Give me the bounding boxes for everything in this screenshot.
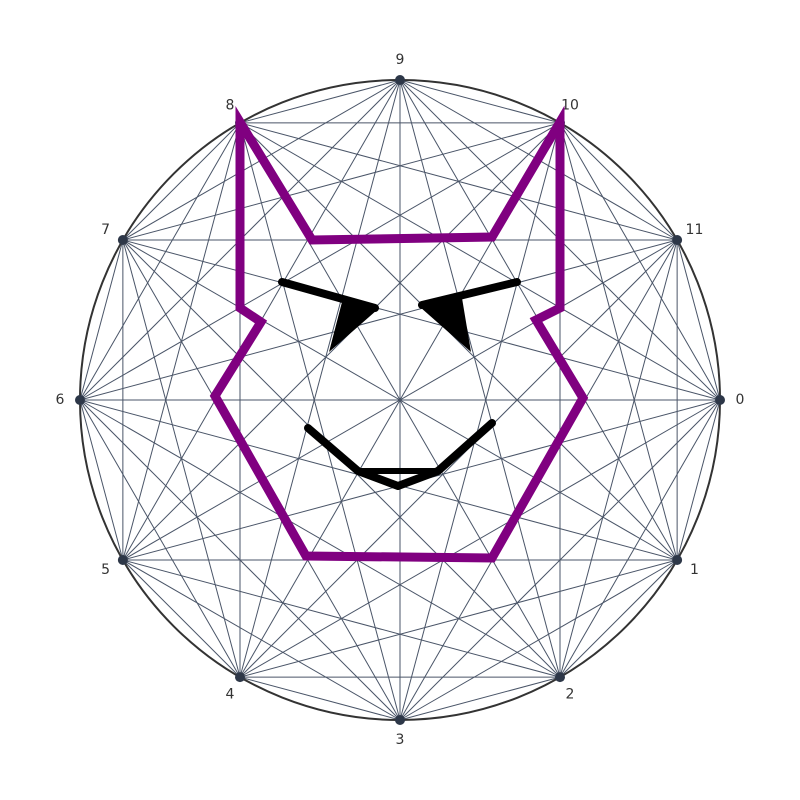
chord-0-1	[676, 399, 721, 561]
chord-4-5	[122, 559, 241, 678]
point-11	[672, 235, 683, 245]
point-5	[117, 555, 128, 565]
point-0	[715, 395, 725, 405]
point-label-10: 10	[561, 98, 579, 114]
point-7	[117, 235, 128, 245]
right-eyebrow	[418, 278, 521, 309]
chord-6-11	[79, 239, 678, 401]
chord-3-10	[399, 122, 561, 721]
chord-network	[79, 79, 721, 721]
right-eye	[420, 298, 471, 352]
chord-0-7	[122, 239, 721, 401]
point-3	[395, 715, 405, 725]
point-2	[555, 672, 565, 683]
chord-2-11	[559, 239, 678, 678]
chord-2-3	[399, 676, 561, 721]
chord-1-8	[239, 122, 678, 561]
point-label-1: 1	[690, 562, 699, 578]
point-1	[672, 555, 683, 565]
point-label-6: 6	[56, 392, 65, 408]
devil-head-outline	[209, 105, 589, 563]
chord-5-10	[122, 122, 561, 561]
chord-5-11	[122, 239, 678, 561]
chord-5-6	[79, 399, 124, 561]
chord-4-11	[239, 239, 678, 678]
point-label-5: 5	[101, 562, 110, 578]
point-label-7: 7	[101, 222, 110, 238]
point-label-2: 2	[566, 686, 575, 702]
point-label-11: 11	[686, 222, 704, 238]
chord-6-8	[79, 122, 241, 401]
chord-3-4	[239, 676, 401, 721]
point-9	[395, 75, 405, 85]
point-4	[235, 672, 245, 683]
point-label-3: 3	[396, 732, 405, 748]
devil-face	[278, 278, 521, 490]
point-label-0: 0	[736, 392, 745, 408]
chord-7-8	[122, 122, 241, 241]
chord-7-10	[122, 122, 561, 241]
chord-6-7	[79, 239, 124, 401]
point-labels: 0 1 2 3 4 5 6 7 8 9 10 11	[56, 52, 745, 748]
point-label-9: 9	[396, 52, 405, 68]
left-eyebrow	[278, 278, 379, 312]
chord-10-11	[559, 122, 678, 241]
chord-8-9	[239, 79, 401, 124]
left-eye	[329, 302, 377, 352]
point-6	[75, 395, 85, 405]
chord-2-9	[399, 79, 561, 678]
point-label-4: 4	[226, 686, 235, 702]
chord-8-11	[239, 122, 678, 241]
chord-3-8	[239, 122, 401, 721]
chord-6-10	[79, 122, 561, 401]
chord-1-2	[559, 559, 678, 678]
chord-4-9	[239, 79, 401, 678]
mouth	[304, 419, 496, 490]
chord-0-11	[676, 239, 721, 401]
chord-9-10	[399, 79, 561, 124]
point-label-8: 8	[226, 98, 235, 114]
